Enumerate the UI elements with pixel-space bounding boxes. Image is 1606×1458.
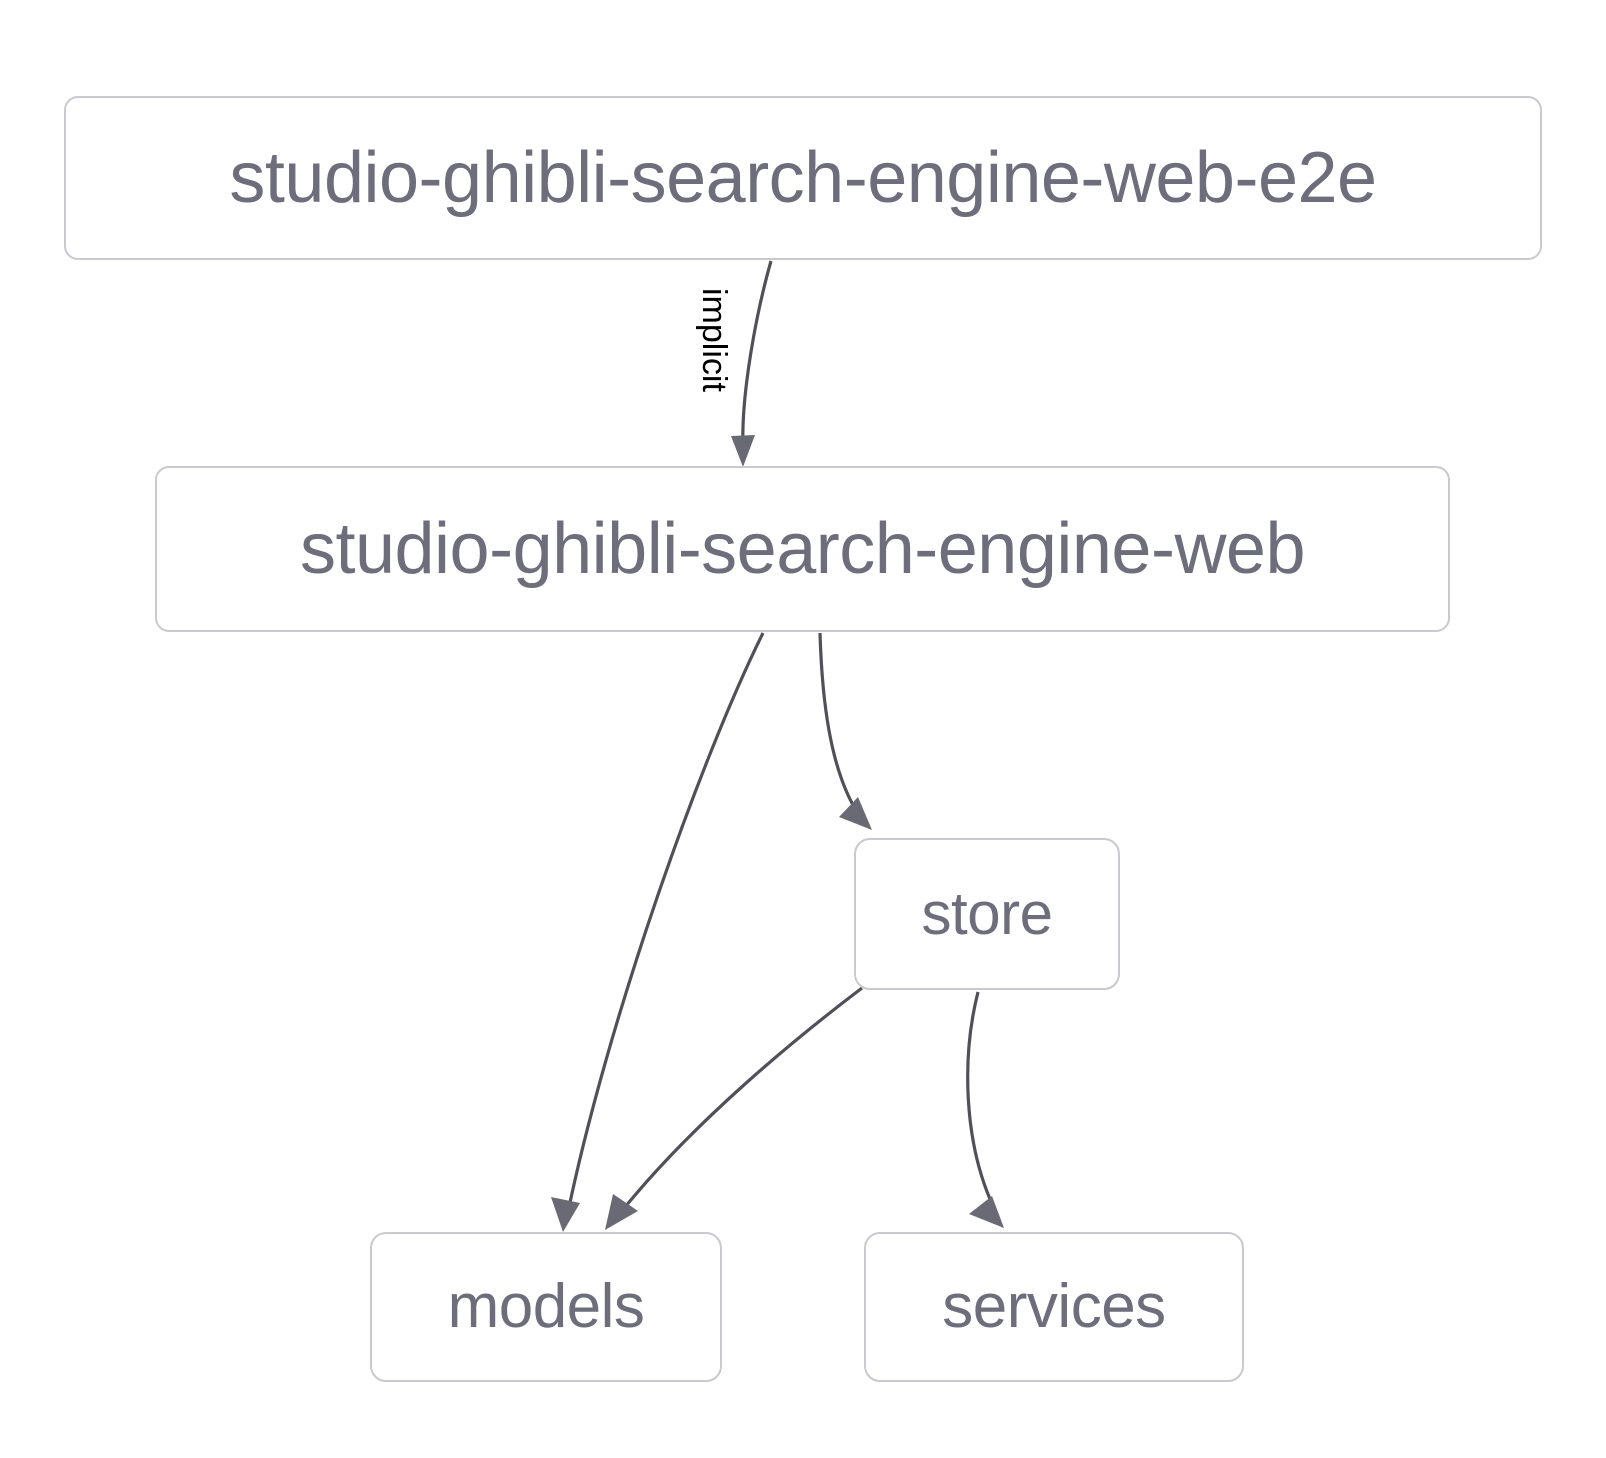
node-label: services (942, 1272, 1166, 1341)
edge-web-to-store (818, 632, 872, 830)
edge-web-to-models (551, 632, 765, 1232)
node-models[interactable]: models (370, 1232, 722, 1382)
edge-store-to-services (966, 991, 1004, 1228)
node-label: studio-ghibli-search-engine-web-e2e (229, 138, 1377, 218)
edge-store-to-models (605, 986, 863, 1230)
node-studio-ghibli-search-engine-web[interactable]: studio-ghibli-search-engine-web (155, 466, 1450, 632)
edge-label-implicit: implicit (695, 288, 733, 392)
node-label: models (447, 1272, 645, 1341)
node-store[interactable]: store (854, 838, 1120, 990)
node-label: store (921, 880, 1053, 947)
edge-e2e-to-web (731, 260, 773, 467)
node-label: studio-ghibli-search-engine-web (299, 509, 1306, 589)
node-services[interactable]: services (864, 1232, 1244, 1382)
node-studio-ghibli-search-engine-web-e2e[interactable]: studio-ghibli-search-engine-web-e2e (64, 96, 1542, 260)
